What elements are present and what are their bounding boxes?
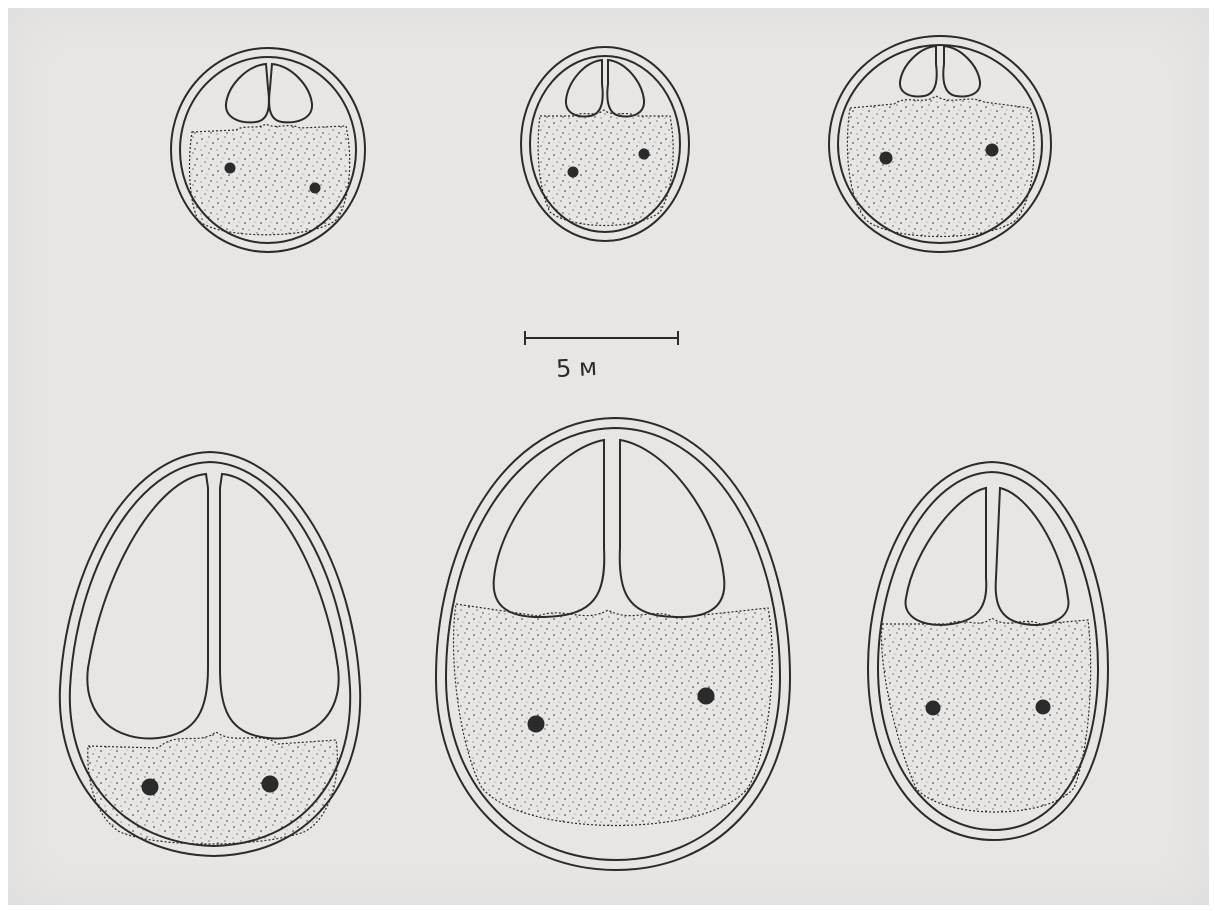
sporoplasm: [190, 124, 350, 235]
polar-capsule-right: [996, 488, 1069, 625]
paper-sheet: 5 м: [8, 8, 1209, 905]
nucleus: [639, 149, 649, 159]
nucleus: [880, 152, 892, 164]
spore-5: [436, 418, 790, 870]
nucleus: [926, 701, 940, 715]
nucleus: [262, 776, 278, 792]
sporoplasm: [847, 96, 1034, 237]
polar-capsule-right: [607, 60, 644, 116]
nucleus: [142, 779, 158, 795]
polar-capsule-right: [220, 474, 339, 738]
nucleus: [1036, 700, 1050, 714]
spore-3: [829, 36, 1051, 252]
sporoplasm: [454, 604, 773, 826]
polar-capsule-left: [494, 440, 605, 617]
polar-capsule-right: [943, 46, 980, 96]
spore-6: [868, 462, 1108, 840]
scale-bar-label: 5 м: [555, 353, 597, 383]
polar-capsule-left: [87, 474, 208, 738]
sporoplasm: [88, 732, 338, 844]
nucleus: [986, 144, 998, 156]
spore-4: [60, 452, 360, 856]
polar-capsule-left: [226, 64, 269, 122]
nucleus: [568, 167, 578, 177]
polar-capsule-left: [900, 46, 937, 96]
nucleus: [225, 163, 235, 173]
sporoplasm: [538, 110, 673, 226]
polar-capsule-left: [566, 60, 603, 116]
polar-capsule-right: [620, 440, 725, 617]
nucleus: [698, 688, 714, 704]
spore-2: [521, 47, 689, 241]
polar-capsule-left: [906, 488, 987, 625]
spore-1: [171, 48, 365, 252]
scale-bar: [525, 331, 678, 345]
polar-capsule-right: [269, 64, 312, 122]
nucleus: [310, 183, 320, 193]
sporoplasm: [881, 618, 1090, 812]
nucleus: [528, 716, 544, 732]
spore-drawing: [8, 8, 1209, 905]
